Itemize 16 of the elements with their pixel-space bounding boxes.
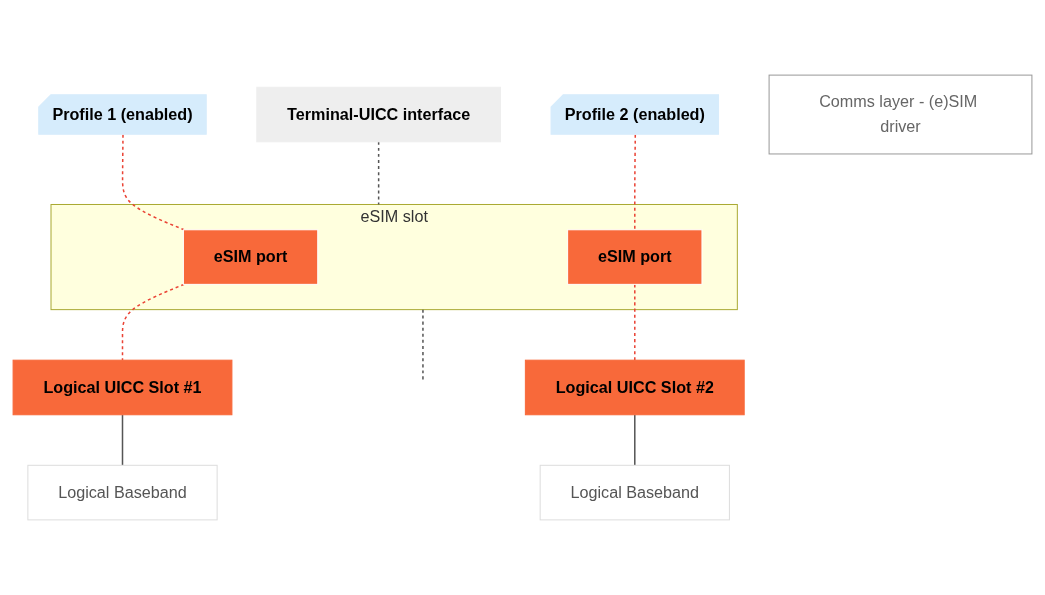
node-box: Logical UICC Slot #2 [524,359,745,416]
node-box: Logical Baseband [27,464,218,521]
connector [377,141,380,206]
connector [634,283,636,361]
node-box: Comms layer - (e)SIM driver [768,74,1033,155]
node-box: eSIM port [567,229,703,285]
connector [121,283,185,361]
node-box: Logical UICC Slot #1 [12,359,233,416]
node-box: Logical Baseband [539,464,730,521]
connector [634,414,636,467]
connector [634,134,637,231]
connector [121,414,124,467]
node-box: Terminal-UICC interface [256,86,501,143]
connector [121,134,185,231]
connector [422,308,424,381]
node-box: eSIM port [182,229,319,285]
